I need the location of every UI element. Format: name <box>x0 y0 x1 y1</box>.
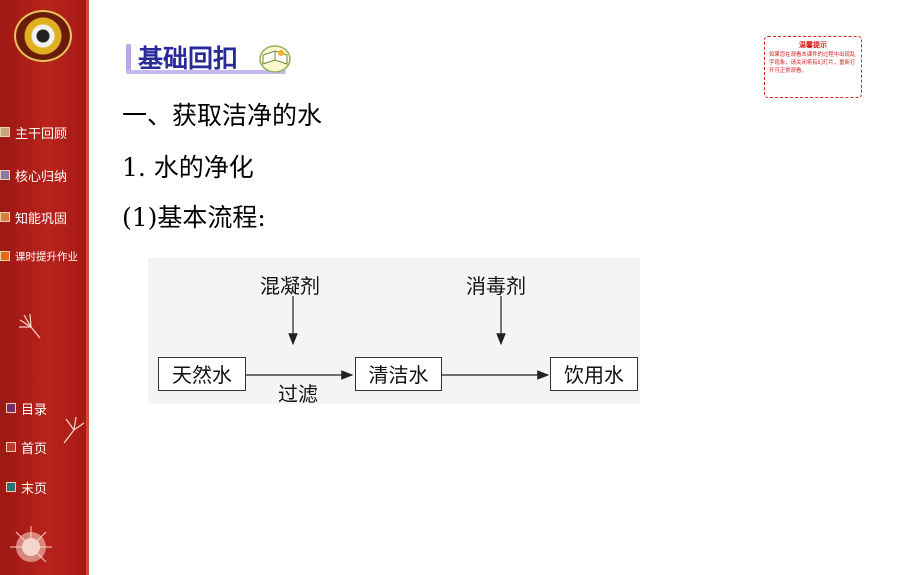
dandelion-seed-icon <box>63 416 85 444</box>
sidebar: 主干回顾 核心归纳 知能巩固 课时提升作业 目录 首页 末页 <box>0 0 89 575</box>
sidebar-item-label: 知能巩固 <box>15 211 68 227</box>
sidebar-item-summary[interactable]: 核心归纳 <box>0 164 67 186</box>
square-icon <box>6 482 16 492</box>
sidebar-item-consolidate[interactable]: 知能巩固 <box>0 206 67 228</box>
heading-title: 基础回扣 <box>138 44 239 73</box>
node-clean-water: 清洁水 <box>355 357 442 391</box>
section-title: 一、获取洁净的水 <box>122 101 323 130</box>
subsection-item: (1)基本流程: <box>122 203 266 232</box>
sidebar-item-label: 核心归纳 <box>15 169 68 185</box>
dandelion-flower-icon <box>10 526 52 563</box>
tip-title: 温馨提示 <box>799 41 827 49</box>
logo-eye-icon <box>14 10 72 62</box>
open-book-icon <box>259 45 291 73</box>
flow-arrows <box>246 296 550 380</box>
sidebar-item-label: 课时提升作业 <box>15 250 78 263</box>
sidebar-edge <box>86 0 89 575</box>
square-icon <box>6 442 16 452</box>
nav-label: 目录 <box>21 402 48 418</box>
section-heading: 基础回扣 <box>126 38 296 78</box>
subsection-title: 1. 水的净化 <box>122 153 254 182</box>
heading-bar <box>126 44 131 72</box>
nav-last-page-button[interactable]: 末页 <box>0 476 47 498</box>
process-filter: 过滤 <box>278 382 318 406</box>
additive-coagulant: 混凝剂 <box>260 274 320 298</box>
dandelion-seed-icon <box>19 313 41 339</box>
nav-first-page-button[interactable]: 首页 <box>0 436 47 458</box>
square-icon <box>0 127 10 137</box>
nav-label: 末页 <box>21 481 48 497</box>
square-icon <box>0 212 10 222</box>
tip-box: 温馨提示 如果您在观看本课件的过程中出现乱字现象，请关闭将有幻灯片，重新打开可正… <box>764 36 862 98</box>
square-icon <box>0 251 10 261</box>
heading-underline <box>126 70 286 74</box>
sidebar-item-homework[interactable]: 课时提升作业 <box>0 245 78 267</box>
nav-contents-button[interactable]: 目录 <box>0 397 47 419</box>
tip-body: 如果您在观看本课件的过程中出现乱字现象，请关闭将有幻灯片，重新打开可正常观看。 <box>769 52 856 74</box>
sidebar-item-label: 主干回顾 <box>15 126 68 142</box>
nav-label: 首页 <box>21 441 48 457</box>
square-icon <box>6 403 16 413</box>
square-icon <box>0 170 10 180</box>
sidebar-item-review[interactable]: 主干回顾 <box>0 121 67 143</box>
flow-diagram: 混凝剂 消毒剂 天然水 清洁水 饮用水 过滤 <box>148 258 640 406</box>
node-drinking-water: 饮用水 <box>550 357 638 391</box>
additive-disinfectant: 消毒剂 <box>466 274 526 298</box>
node-natural-water: 天然水 <box>158 357 246 391</box>
